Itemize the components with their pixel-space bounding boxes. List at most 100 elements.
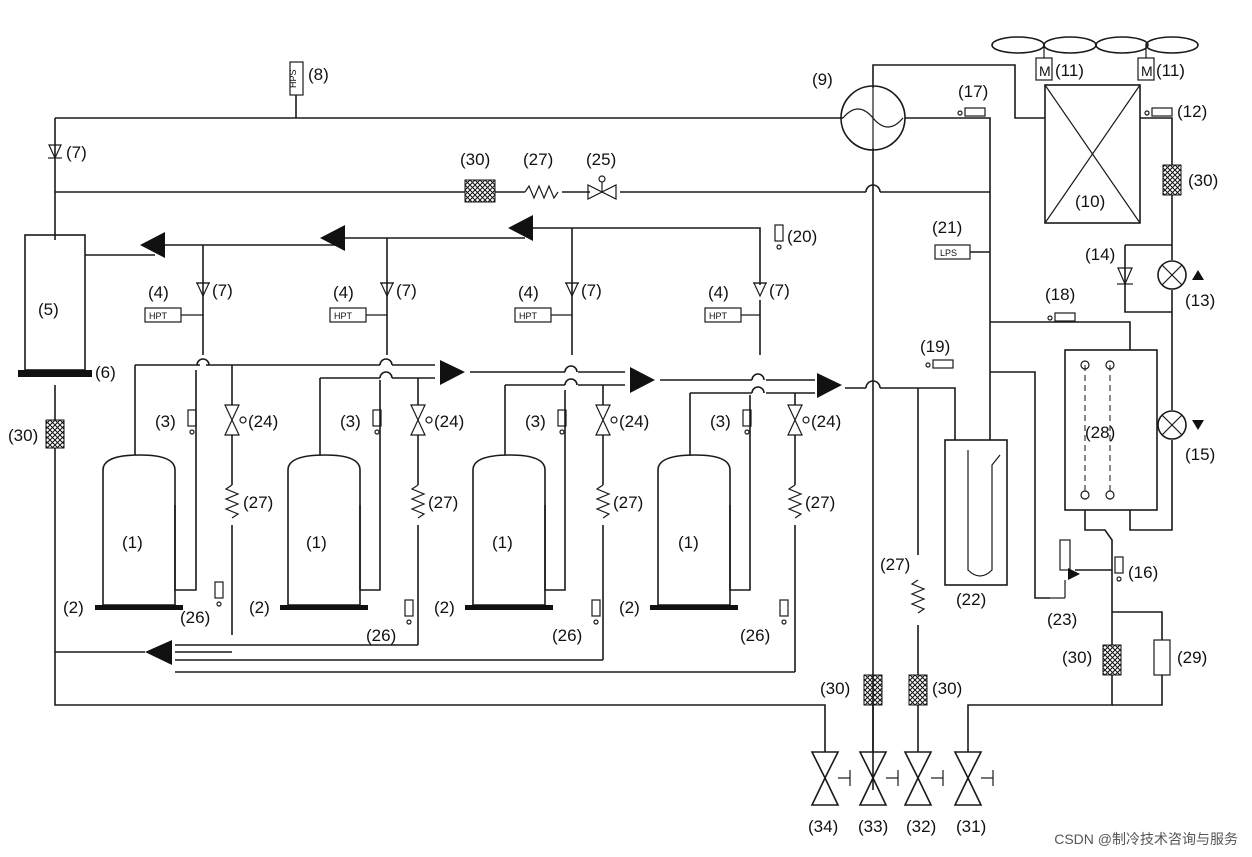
four-way-valve — [840, 85, 906, 151]
label-temp-3d: (3) — [710, 412, 731, 431]
accumulator — [944, 439, 1008, 586]
label-filter-30-b: (30) — [932, 679, 962, 698]
label-temp-18: (18) — [1045, 285, 1075, 304]
label-stop-34: (34) — [808, 817, 838, 836]
compressor-1b — [287, 454, 361, 606]
compressor-1a — [102, 454, 176, 606]
label-cap-27b: (27) — [428, 493, 458, 512]
separator-heater — [18, 370, 92, 377]
label-lps-21: (21) — [932, 218, 962, 237]
label-check-7b: (7) — [396, 281, 417, 300]
label-temp-12: (12) — [1177, 102, 1207, 121]
crossover-bumps — [196, 184, 881, 394]
label-temp-17: (17) — [958, 82, 988, 101]
motor-tag-2: M — [1141, 63, 1153, 79]
label-stop-33: (33) — [858, 817, 888, 836]
label-cap-27c: (27) — [613, 493, 643, 512]
hpt-tag-1: HPT — [149, 311, 168, 321]
label-accumulator-22: (22) — [956, 590, 986, 609]
label-stop-31: (31) — [956, 817, 986, 836]
capillaries — [224, 184, 926, 614]
label-compressor-1c: (1) — [492, 533, 513, 552]
label-condenser-10: (10) — [1075, 192, 1105, 211]
label-check-7d: (7) — [769, 281, 790, 300]
condenser — [1044, 84, 1141, 224]
label-check-14: (14) — [1085, 245, 1115, 264]
oil-heater-2d — [650, 605, 738, 610]
label-plate-hx-28: (28) — [1085, 423, 1115, 442]
label-solenoid-24d: (24) — [811, 412, 841, 431]
compressor-1d — [657, 454, 731, 606]
label-hps-8: (8) — [308, 65, 329, 84]
label-solenoid-24a: (24) — [248, 412, 278, 431]
label-oiltemp-26a: (26) — [180, 608, 210, 627]
label-hpt-4b: (4) — [333, 283, 354, 302]
solenoid-25 — [587, 175, 617, 200]
oil-separator — [18, 234, 92, 377]
label-exv-13: (13) — [1185, 291, 1215, 310]
compressors — [95, 454, 738, 610]
label-filter-30-left: (30) — [8, 426, 38, 445]
label-valve-23: (23) — [1047, 610, 1077, 629]
fans — [991, 36, 1199, 81]
label-check-7-top: (7) — [66, 143, 87, 162]
label-oiltemp-26c: (26) — [552, 626, 582, 645]
labels: (1) (1) (1) (1) (2) (2) (2) (2) (3) (3) … — [8, 61, 1218, 836]
watermark: CSDN @制冷技术咨询与服务 — [1054, 831, 1238, 847]
label-sep-heater: (6) — [95, 363, 116, 382]
label-oiltemp-26d: (26) — [740, 626, 770, 645]
label-temp-3c: (3) — [525, 412, 546, 431]
piping — [54, 64, 1173, 790]
label-compressor-1d: (1) — [678, 533, 699, 552]
stop-valves — [810, 751, 994, 806]
label-solenoid-24b: (24) — [434, 412, 464, 431]
label-check-7a: (7) — [212, 281, 233, 300]
label-fan-11b: (11) — [1156, 61, 1185, 80]
label-solenoid-25: (25) — [586, 150, 616, 169]
label-temp-16: (16) — [1128, 563, 1158, 582]
compressor-1c — [472, 454, 546, 606]
plate-hx — [1064, 349, 1158, 511]
label-heater-2c: (2) — [434, 598, 455, 617]
lps-tag: LPS — [940, 248, 957, 258]
label-cap-27d: (27) — [805, 493, 835, 512]
label-heater-2d: (2) — [619, 598, 640, 617]
label-check-7c: (7) — [581, 281, 602, 300]
label-temp-20: (20) — [787, 227, 817, 246]
label-separator: (5) — [38, 300, 59, 319]
component-29 — [1153, 639, 1171, 676]
valve-23 — [1050, 539, 1080, 599]
filters — [45, 164, 1182, 706]
temp-sensors — [187, 107, 1173, 625]
solenoid-valves — [224, 404, 810, 436]
label-filter-30-c: (30) — [1062, 648, 1092, 667]
label-cap-27-top: (27) — [523, 150, 553, 169]
hpt-tag-3: HPT — [519, 311, 538, 321]
hps-tag: HPS — [288, 69, 298, 88]
oil-heater-2b — [280, 605, 368, 610]
label-29: (29) — [1177, 648, 1207, 667]
label-temp-19: (19) — [920, 337, 950, 356]
label-hpt-4d: (4) — [708, 283, 729, 302]
label-filter-30-top: (30) — [460, 150, 490, 169]
oil-heater-2a — [95, 605, 183, 610]
flow-arrows — [140, 215, 842, 665]
label-4way-9: (9) — [812, 70, 833, 89]
label-cap-27a: (27) — [243, 493, 273, 512]
label-filter-30-a: (30) — [820, 679, 850, 698]
label-hpt-4c: (4) — [518, 283, 539, 302]
label-compressor-1a: (1) — [122, 533, 143, 552]
label-temp-3a: (3) — [155, 412, 176, 431]
label-exv-15: (15) — [1185, 445, 1215, 464]
oil-heater-2c — [465, 605, 553, 610]
label-heater-2a: (2) — [63, 598, 84, 617]
label-oiltemp-26b: (26) — [366, 626, 396, 645]
hpt-tag-4: HPT — [709, 311, 728, 321]
motor-tag-1: M — [1039, 63, 1051, 79]
hps-switch — [289, 61, 304, 96]
label-filter-30-right: (30) — [1188, 171, 1218, 190]
label-heater-2b: (2) — [249, 598, 270, 617]
tag-texts: HPS HPT HPT HPT HPT LPS M M — [149, 63, 1153, 321]
hpt-switches — [144, 307, 760, 323]
